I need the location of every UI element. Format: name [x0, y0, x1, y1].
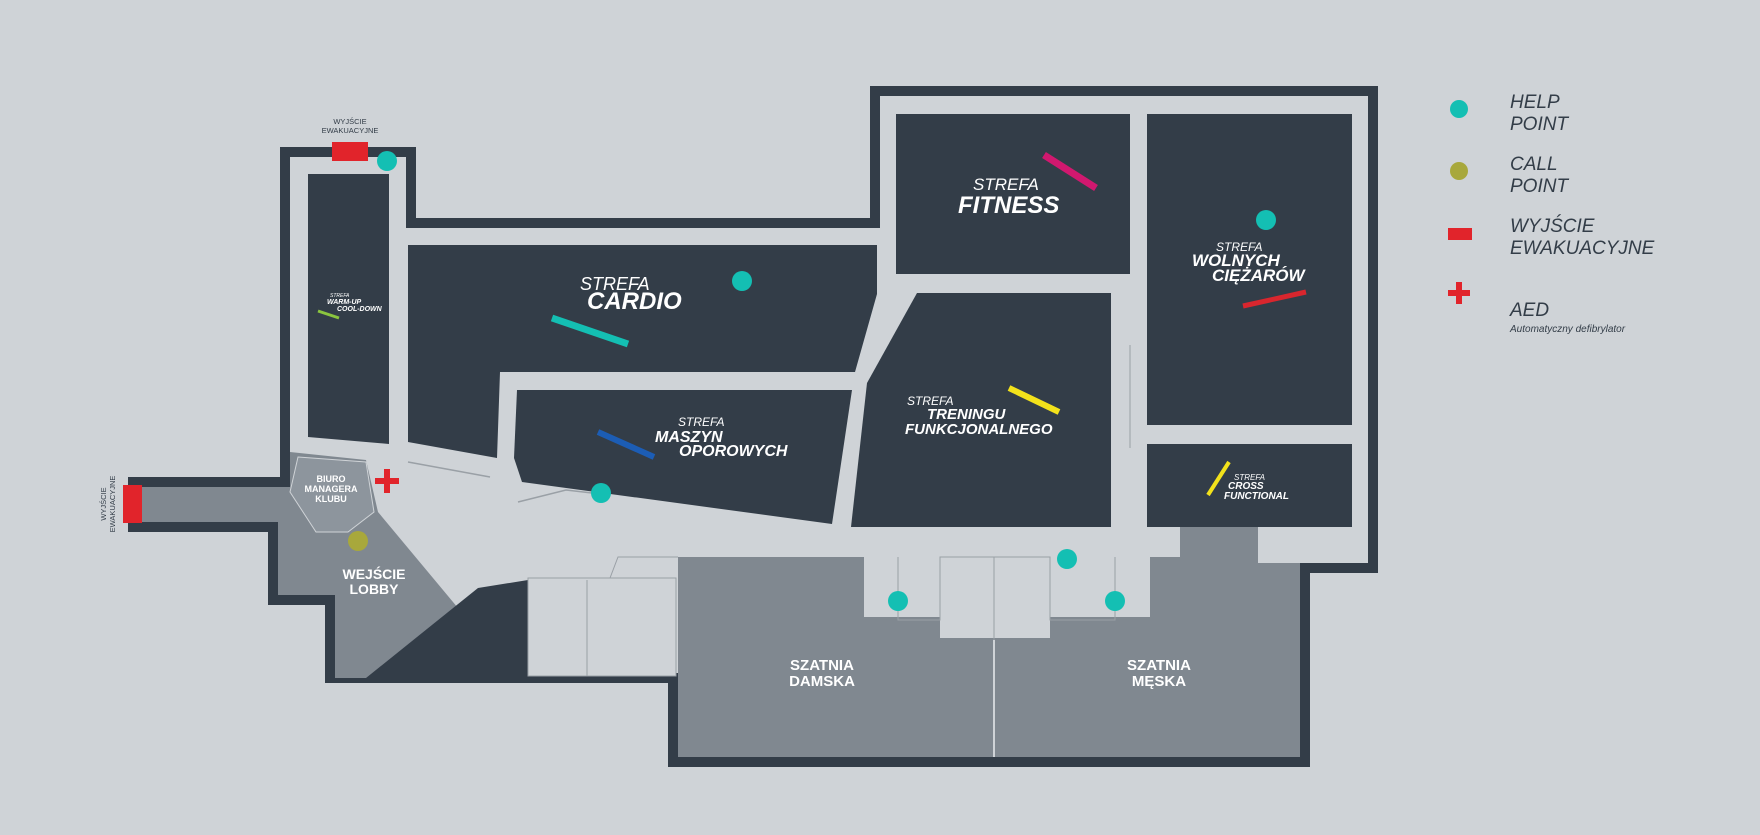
- help-point-icon[interactable]: [1105, 591, 1125, 611]
- warmup-line2: COOL-DOWN: [337, 306, 383, 313]
- zone-warmup: [308, 174, 389, 444]
- warmup-prefix: STREFA: [330, 293, 350, 299]
- aed-icon: [1448, 282, 1470, 304]
- fitness-prefix: STREFA: [973, 175, 1039, 194]
- lobby-line2: LOBBY: [350, 581, 400, 597]
- exit-icon: [1448, 228, 1472, 240]
- lobby-room: [138, 452, 458, 678]
- exit-left-label-1: WYJŚCIE: [99, 487, 108, 520]
- fitness-name: FITNESS: [958, 192, 1059, 219]
- meska-line1: SZATNIA: [1127, 657, 1191, 674]
- legend-label: WYJŚCIE EWAKUACYJNE: [1510, 216, 1655, 259]
- grey-rooms: [138, 452, 1300, 757]
- help-points: [377, 151, 1276, 611]
- biuro-line3: KLUBU: [315, 494, 347, 504]
- legend-sublabel: Automatyczny defibrylator: [1510, 324, 1626, 335]
- lobby-line1: WEJŚCIE: [342, 565, 405, 582]
- exit-left-marker: [123, 485, 142, 523]
- cardio-name: CARDIO: [587, 288, 682, 315]
- zone-cross: [1147, 444, 1352, 527]
- accent-cross: [1206, 460, 1231, 497]
- warmup-line1: WARM-UP: [327, 299, 362, 306]
- corridor-wall-line: [528, 556, 678, 579]
- accent-maszyn: [596, 429, 656, 460]
- shower-lines: [897, 556, 1116, 621]
- dark-triangle: [366, 580, 528, 678]
- exit-top-label-1: WYJŚCIE: [333, 117, 366, 126]
- legend-help-point: HELP POINT: [1440, 92, 1740, 154]
- office-room: [289, 456, 375, 533]
- maszyn-line1: MASZYN: [655, 429, 723, 446]
- call-point-icon[interactable]: [348, 531, 368, 551]
- exit-top-marker: [332, 142, 368, 161]
- corridor-storage: [527, 577, 677, 677]
- corridor-line-2: [517, 489, 593, 503]
- treningu-prefix: STREFA: [907, 394, 953, 408]
- accent-cardio: [550, 314, 630, 348]
- zone-accents: [317, 152, 1307, 497]
- maszyn-line2: OPOROWYCH: [679, 443, 788, 460]
- treningu-line1: TRENINGU: [927, 406, 1007, 423]
- wolnych-line1: WOLNYCH: [1192, 251, 1281, 270]
- legend-aed-text: AED Automatyczny defibrylator: [1510, 278, 1625, 358]
- accent-warmup: [317, 309, 340, 320]
- cross-prefix: STREFA: [1234, 473, 1265, 482]
- accent-treningu: [1007, 385, 1061, 415]
- zone-treningu: [851, 293, 1111, 527]
- wolnych-prefix: STREFA: [1216, 240, 1262, 254]
- cross-line1: CROSS: [1228, 481, 1264, 492]
- help-point-icon[interactable]: [732, 271, 752, 291]
- biuro-line1: BIURO: [317, 474, 346, 484]
- legend-label: CALL POINT: [1510, 154, 1569, 197]
- treningu-line2: FUNKCJONALNEGO: [905, 421, 1053, 438]
- accent-fitness: [1042, 152, 1098, 191]
- help-point-icon[interactable]: [377, 151, 397, 171]
- help-point-icon: [1450, 100, 1468, 118]
- legend-label: AED: [1510, 300, 1550, 321]
- help-point-icon[interactable]: [1057, 549, 1077, 569]
- map-legend: HELP POINT CALL POINT WYJŚCIE EWAKUACYJN…: [1440, 92, 1740, 340]
- exit-top-label-2: EWAKUACYJNE: [322, 126, 379, 135]
- aed-icon[interactable]: [375, 469, 399, 493]
- exit-left-label: WYJŚCIE EWAKUACYJNE: [99, 476, 117, 533]
- biuro-line2: MANAGERA: [305, 484, 358, 494]
- help-point-icon[interactable]: [591, 483, 611, 503]
- damska-line1: SZATNIA: [790, 657, 854, 674]
- help-point-icon[interactable]: [1256, 210, 1276, 230]
- locker-rooms: [678, 527, 1300, 757]
- zone-fitness: [896, 114, 1130, 274]
- legend-call-point: CALL POINT: [1440, 154, 1740, 216]
- damska-line2: DAMSKA: [789, 673, 855, 690]
- cross-line2: FUNCTIONAL: [1224, 491, 1289, 502]
- accent-wolnych: [1242, 289, 1307, 309]
- corridor-line-1: [407, 461, 491, 478]
- exit-left-label-2: EWAKUACYJNE: [108, 476, 117, 533]
- maszyn-prefix: STREFA: [678, 415, 724, 429]
- call-point-icon: [1450, 162, 1468, 180]
- wolnych-line2: CIĘŻARÓW: [1212, 266, 1307, 285]
- legend-exit: WYJŚCIE EWAKUACYJNE: [1440, 216, 1740, 278]
- zone-wolnych: [1147, 114, 1352, 425]
- legend-aed: AED Automatyczny defibrylator: [1440, 278, 1740, 340]
- meska-line2: MĘSKA: [1132, 673, 1186, 690]
- cardio-prefix: STREFA: [580, 274, 650, 294]
- help-point-icon[interactable]: [888, 591, 908, 611]
- zone-cardio: [408, 245, 877, 458]
- legend-label: HELP POINT: [1510, 92, 1569, 135]
